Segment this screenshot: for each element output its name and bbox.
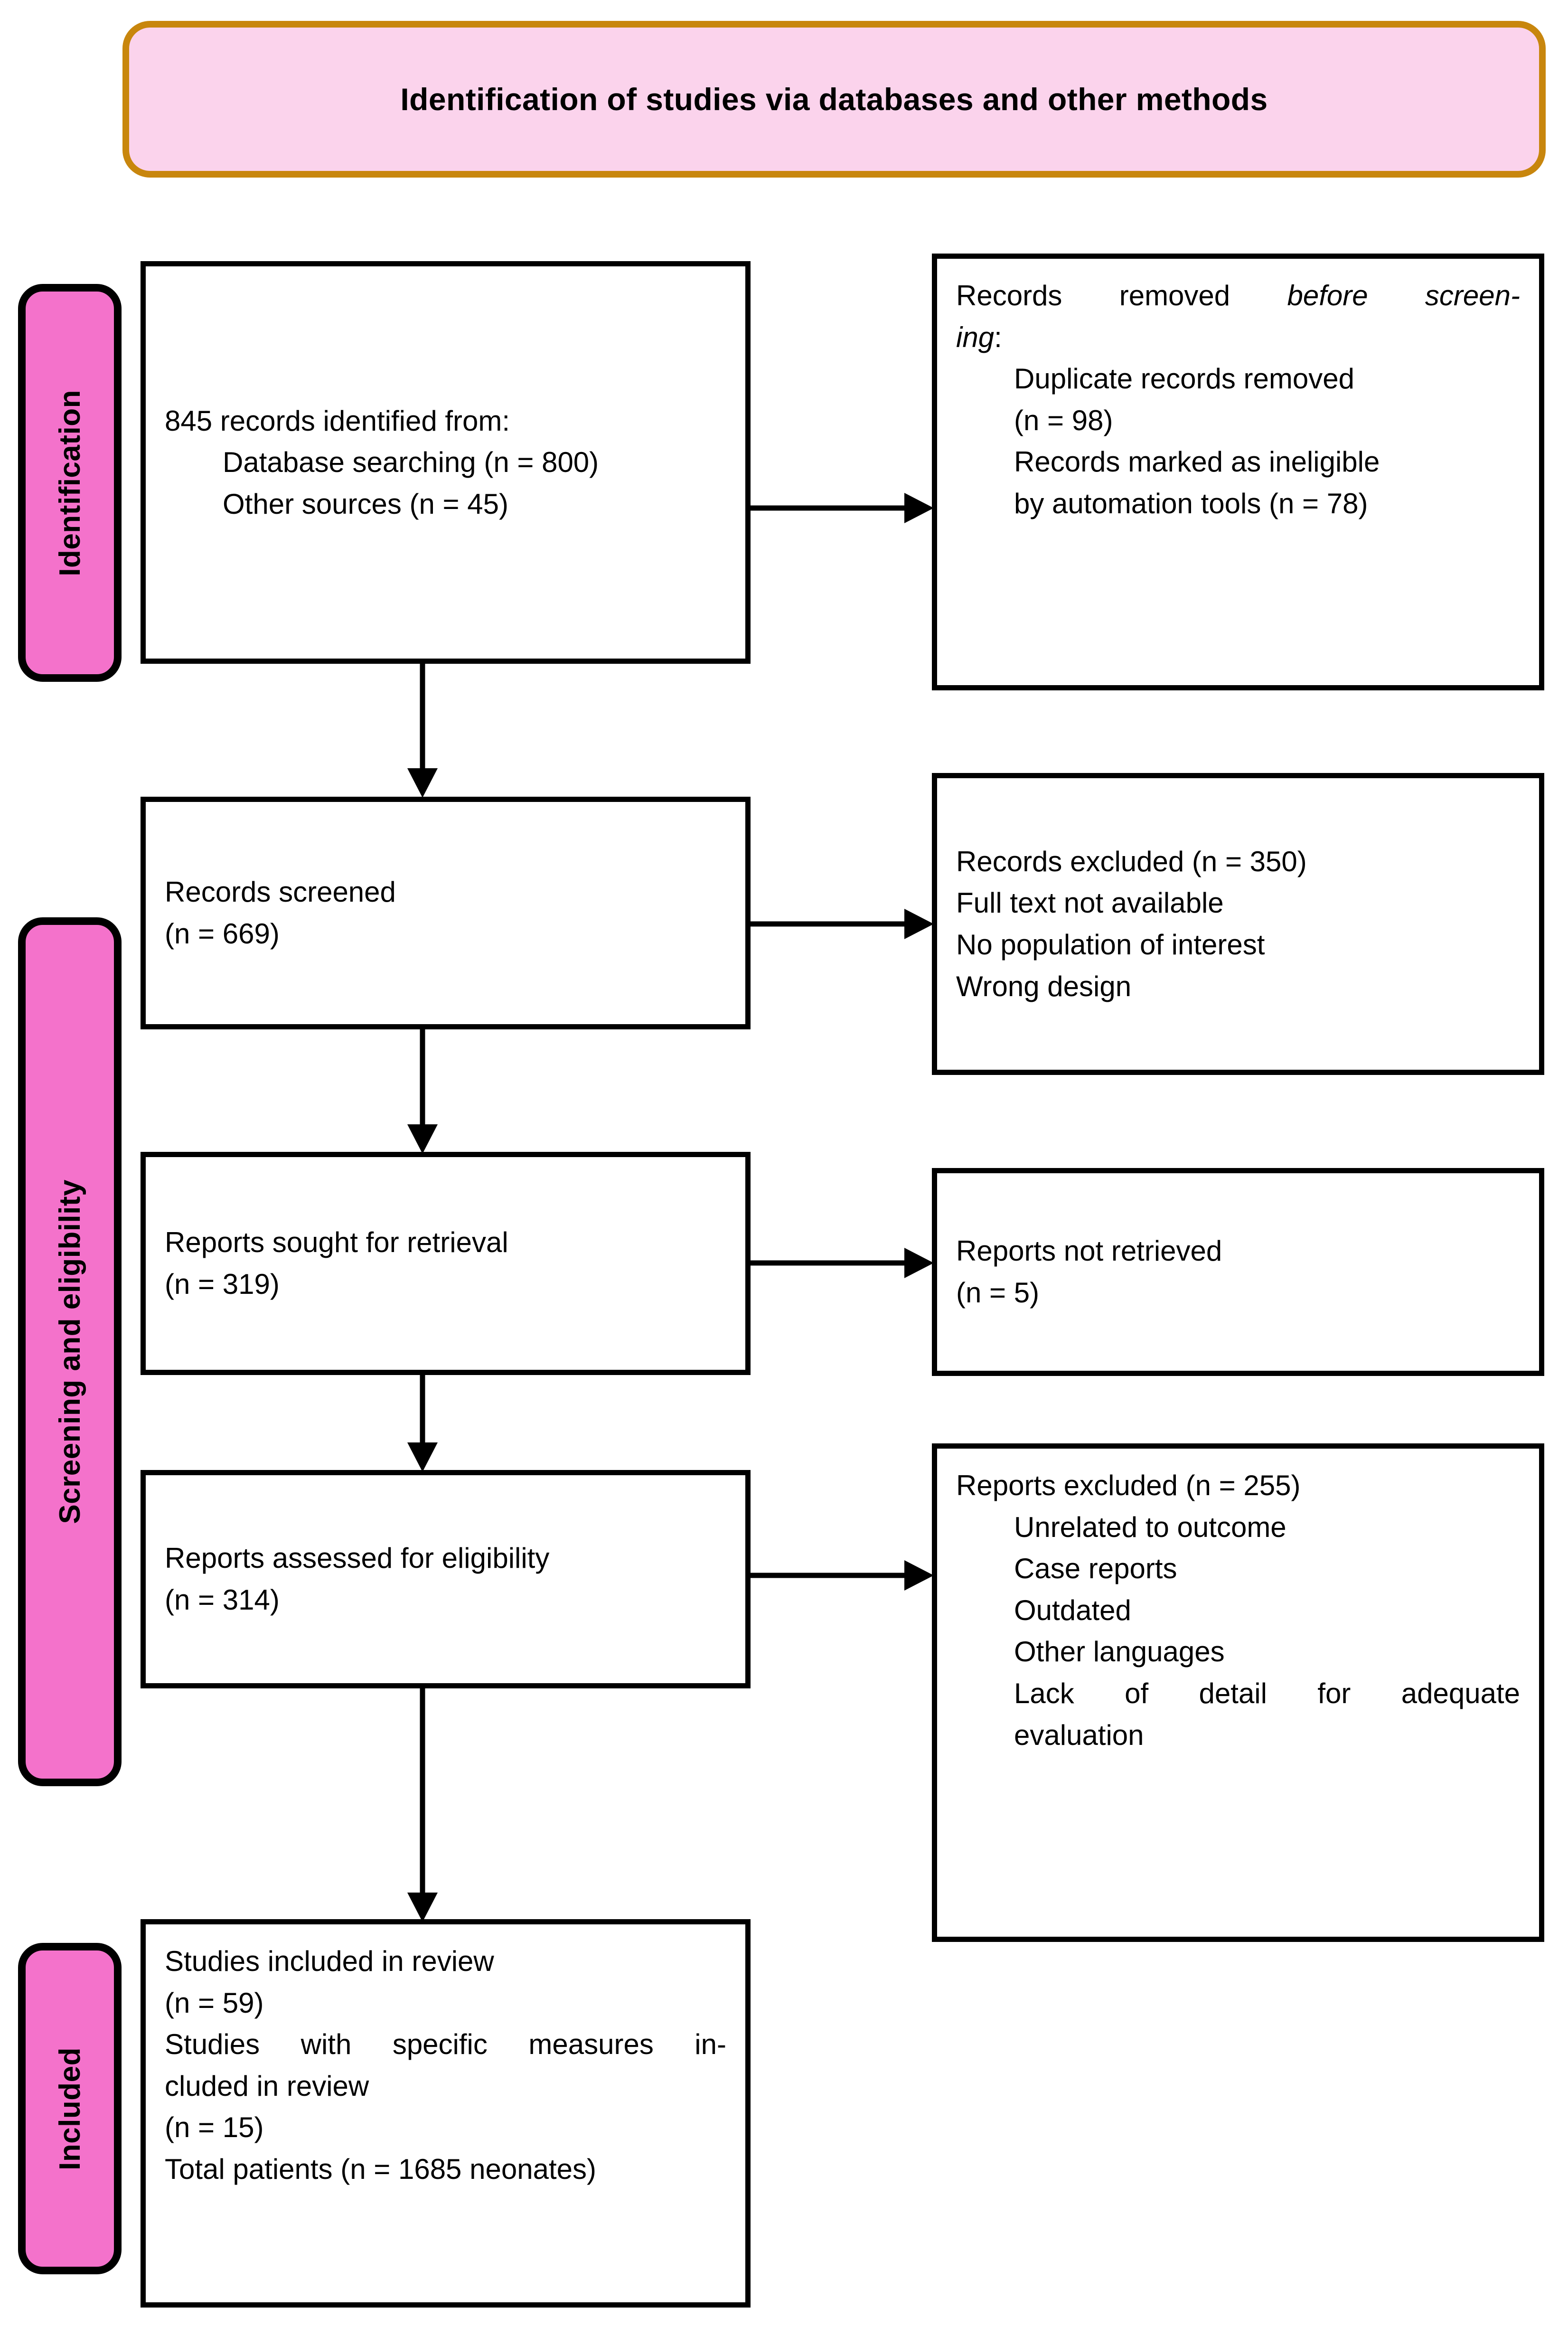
box-line: Wrong design — [956, 970, 1132, 1002]
box-line: 845 records identified from: — [165, 405, 510, 437]
box-line: Other sources (n = 45) — [223, 488, 508, 520]
box-studies-included: Studies included in review (n = 59) Stud… — [141, 1919, 751, 2308]
stage-label-text: Screening and eligibility — [53, 1179, 86, 1524]
box-line: Reports excluded (n = 255) — [956, 1470, 1301, 1501]
box-records-screened: Records screened (n = 669) — [141, 797, 751, 1029]
box-reports-assessed-for-eligibility: Reports assessed for eligibility (n = 31… — [141, 1470, 751, 1688]
box-line: Reports assessed for eligibility — [165, 1542, 550, 1574]
arrow-screened-to-excluded — [748, 905, 938, 943]
box-line: Records removed before screen- — [956, 275, 1520, 317]
box-records-removed-before-screening: Records removed before screen- ing: Dupl… — [932, 254, 1544, 690]
arrow-assessed-to-included — [404, 1686, 441, 1924]
arrow-sought-to-not-retrieved — [748, 1244, 938, 1282]
box-line-part: : — [994, 321, 1002, 353]
box-line: Records excluded (n = 350) — [956, 845, 1307, 877]
box-line-emphasis: ing — [956, 321, 995, 353]
box-line: Database searching (n = 800) — [223, 446, 599, 479]
box-line: Studies with specific measures in- — [165, 2028, 726, 2061]
stage-label-text: Identification — [53, 389, 86, 576]
stage-label-identification: Identification — [18, 284, 122, 682]
box-line: (n = 15) — [165, 2111, 264, 2144]
box-line-part: Records removed — [956, 280, 1287, 311]
box-reports-sought-for-retrieval: Reports sought for retrieval (n = 319) — [141, 1152, 751, 1375]
box-line: ing: — [956, 317, 1520, 358]
box-line: Outdated — [1014, 1594, 1131, 1626]
box-line: (n = 669) — [165, 918, 280, 950]
arrow-assessed-to-excluded — [748, 1556, 938, 1594]
box-line: by automation tools (n = 78) — [1014, 487, 1368, 519]
box-line: Records screened — [165, 876, 396, 908]
box-line: (n = 98) — [1014, 404, 1113, 436]
box-line: (n = 5) — [956, 1277, 1040, 1309]
box-line: evaluation — [1014, 1719, 1144, 1751]
box-line: (n = 59) — [165, 1987, 264, 2019]
box-line: Records marked as ineligible — [1014, 446, 1380, 478]
stage-label-text: Included — [53, 2047, 86, 2170]
stage-label-included: Included — [18, 1943, 122, 2274]
box-line: Full text not available — [956, 887, 1224, 919]
stage-label-screening-and-eligibility: Screening and eligibility — [18, 917, 122, 1786]
arrow-identified-to-removed — [748, 489, 938, 527]
arrow-identified-to-screened — [404, 661, 441, 800]
box-line: Unrelated to outcome — [1014, 1511, 1286, 1543]
arrow-sought-to-assessed — [404, 1373, 441, 1474]
box-records-excluded: Records excluded (n = 350) Full text not… — [932, 773, 1544, 1075]
box-records-identified: 845 records identified from: Database se… — [141, 261, 751, 664]
box-reports-excluded: Reports excluded (n = 255) Unrelated to … — [932, 1443, 1544, 1942]
diagram-header-banner: Identification of studies via databases … — [122, 21, 1546, 178]
box-line: Case reports — [1014, 1553, 1177, 1585]
arrow-screened-to-sought — [404, 1027, 441, 1156]
box-line: (n = 319) — [165, 1268, 280, 1300]
box-line: Duplicate records removed — [1014, 363, 1354, 395]
box-line: (n = 314) — [165, 1584, 280, 1616]
box-line: Other languages — [1014, 1636, 1225, 1668]
page-title: Identification of studies via databases … — [400, 82, 1268, 117]
box-line: Reports sought for retrieval — [165, 1226, 508, 1259]
box-line: Studies included in review — [165, 1945, 494, 1977]
box-line: Lack of detail for adequate — [1014, 1677, 1520, 1709]
box-line: Reports not retrieved — [956, 1235, 1222, 1267]
box-line: Total patients (n = 1685 neonates) — [165, 2153, 596, 2185]
box-reports-not-retrieved: Reports not retrieved (n = 5) — [932, 1168, 1544, 1376]
box-line: cluded in review — [165, 2070, 369, 2102]
box-line-emphasis: before screen- — [1287, 280, 1520, 311]
box-line: No population of interest — [956, 929, 1265, 961]
